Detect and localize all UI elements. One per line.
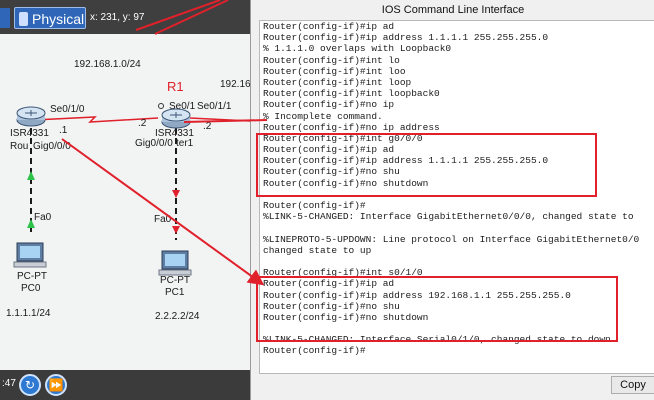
highlight-box-s0-1-0 bbox=[256, 276, 618, 342]
network-label-partial: 192.16 bbox=[220, 79, 250, 90]
router-r1-label: R1 bbox=[167, 79, 184, 94]
router0-icon bbox=[16, 106, 46, 127]
cli-line: Router(config-if)#no shu bbox=[263, 166, 400, 178]
cli-line: Router(config-if)#no ip address bbox=[263, 121, 440, 133]
cli-line: Router(config-if)#no ip bbox=[263, 99, 395, 111]
router1-model: ISR4331 bbox=[155, 128, 194, 139]
power-cycle-button[interactable]: ↻ bbox=[19, 374, 41, 396]
link-up-marker-pc0 bbox=[27, 219, 35, 228]
pc0-network: 1.1.1.1/24 bbox=[6, 308, 51, 319]
network-label-192-168-1-0: 192.168.1.0/24 bbox=[74, 59, 141, 70]
cli-line: Router(config-if)#no shutdown bbox=[263, 311, 429, 323]
cli-line: Router(config-if)#ip ad bbox=[263, 144, 395, 156]
cli-line: Router(config-if)#int loo bbox=[263, 65, 406, 77]
copy-button[interactable]: Copy bbox=[611, 376, 654, 394]
router0-port-gig: Gig0/0/0 bbox=[33, 141, 71, 152]
router0-ip-suffix: .1 bbox=[59, 125, 68, 136]
router1-status-icon bbox=[158, 103, 164, 109]
cli-line: Router(config-if)#int loopback0 bbox=[263, 88, 440, 100]
cli-line: Router(config-if)#ip ad bbox=[263, 278, 395, 290]
cli-line: Router(config-if)#ip address 192.168.1.1… bbox=[263, 289, 571, 301]
cli-line: Router(config-if)#int loop bbox=[263, 76, 412, 88]
pc0-port: Fa0 bbox=[34, 212, 52, 223]
cli-line: Router(config-if)#no shu bbox=[263, 300, 400, 312]
serial-link-r1-right bbox=[189, 117, 250, 122]
highlight-box-g0-0-0 bbox=[256, 133, 597, 197]
cli-line: %LINK-5-CHANGED: Interface Serial0/1/0, … bbox=[263, 334, 611, 346]
pc1-type: PC-PT bbox=[160, 275, 190, 286]
router1-ip-suffix-left: .2 bbox=[138, 118, 147, 129]
fast-forward-button[interactable]: ⏩ bbox=[45, 374, 67, 396]
cli-line: % Incomplete command. bbox=[263, 110, 383, 122]
pc0-type: PC-PT bbox=[17, 271, 47, 282]
router0-model: ISR4331 bbox=[10, 128, 49, 139]
cli-line: %LINK-5-CHANGED: Interface GigabitEthern… bbox=[263, 211, 634, 223]
topology-workspace[interactable]: Physical x: 231, y: 97 192.168.1.0/24 19… bbox=[0, 0, 250, 400]
cli-line bbox=[263, 222, 653, 233]
sidebar-edge-tab[interactable] bbox=[0, 8, 10, 28]
cli-line: Router(config-if)#ip ad bbox=[263, 21, 395, 32]
pc1-name: PC1 bbox=[165, 287, 185, 298]
pc1-icon bbox=[158, 250, 192, 276]
tab-physical[interactable]: Physical bbox=[14, 7, 86, 29]
cursor-coordinates: x: 231, y: 97 bbox=[90, 12, 145, 23]
pc1-network: 2.2.2.2/24 bbox=[155, 311, 200, 322]
pc1-port: Fa0 bbox=[154, 214, 172, 225]
cli-line: Router(config-if)#ip address 1.1.1.1 255… bbox=[263, 155, 549, 167]
link-down-marker-r1 bbox=[172, 190, 180, 198]
toolbar-top: Physical x: 231, y: 97 bbox=[0, 0, 250, 34]
serial-link-r0-r1 bbox=[33, 116, 159, 123]
router1-port-se1: Se0/1/1 bbox=[197, 101, 232, 112]
router0-name: Rou bbox=[10, 141, 29, 152]
cli-line: changed state to up bbox=[263, 244, 372, 256]
cli-line bbox=[263, 256, 653, 267]
router1-name: ter1 bbox=[176, 138, 194, 149]
link-up-marker-r0 bbox=[27, 171, 35, 180]
physical-view-icon bbox=[19, 12, 28, 26]
router1-port-se0: Se0/1 bbox=[169, 101, 196, 112]
cli-window: IOS Command Line Interface Router(config… bbox=[250, 0, 654, 400]
cli-line: Router(config-if)# bbox=[263, 345, 366, 357]
cli-line: Router(config-if)#no shutdown bbox=[263, 177, 429, 189]
cli-line: %LINEPROTO-5-UPDOWN: Line protocol on In… bbox=[263, 233, 640, 245]
pc0-name: PC0 bbox=[21, 283, 41, 294]
router1-ip-suffix-right: .2 bbox=[203, 121, 212, 132]
cli-line: Router(config-if)#int lo bbox=[263, 54, 400, 66]
cli-title: IOS Command Line Interface bbox=[381, 4, 525, 16]
tab-physical-label: Physical bbox=[32, 11, 85, 27]
sim-time: :47 bbox=[2, 378, 16, 389]
cli-line: Router(config-if)#int s0/1/0 bbox=[263, 267, 423, 279]
router0-port-se: Se0/1/0 bbox=[50, 104, 85, 115]
link-down-marker-pc1 bbox=[172, 226, 180, 234]
cli-line: Router(config-if)# bbox=[263, 200, 366, 211]
cli-line: Router(config-if)#ip address 1.1.1.1 255… bbox=[263, 32, 549, 44]
pc0-icon bbox=[13, 242, 47, 268]
cli-line: Router(config-if)#int g0/0/0 bbox=[263, 132, 423, 144]
cli-line: % 1.1.1.0 overlaps with Loopback0 bbox=[263, 43, 452, 55]
simulation-toolbar: :47 bbox=[0, 370, 250, 400]
fast-forward-icon: ⏩ bbox=[48, 378, 64, 392]
router1-port-gig: Gig0/0/0 bbox=[135, 138, 173, 149]
reset-icon: ↻ bbox=[24, 378, 36, 392]
